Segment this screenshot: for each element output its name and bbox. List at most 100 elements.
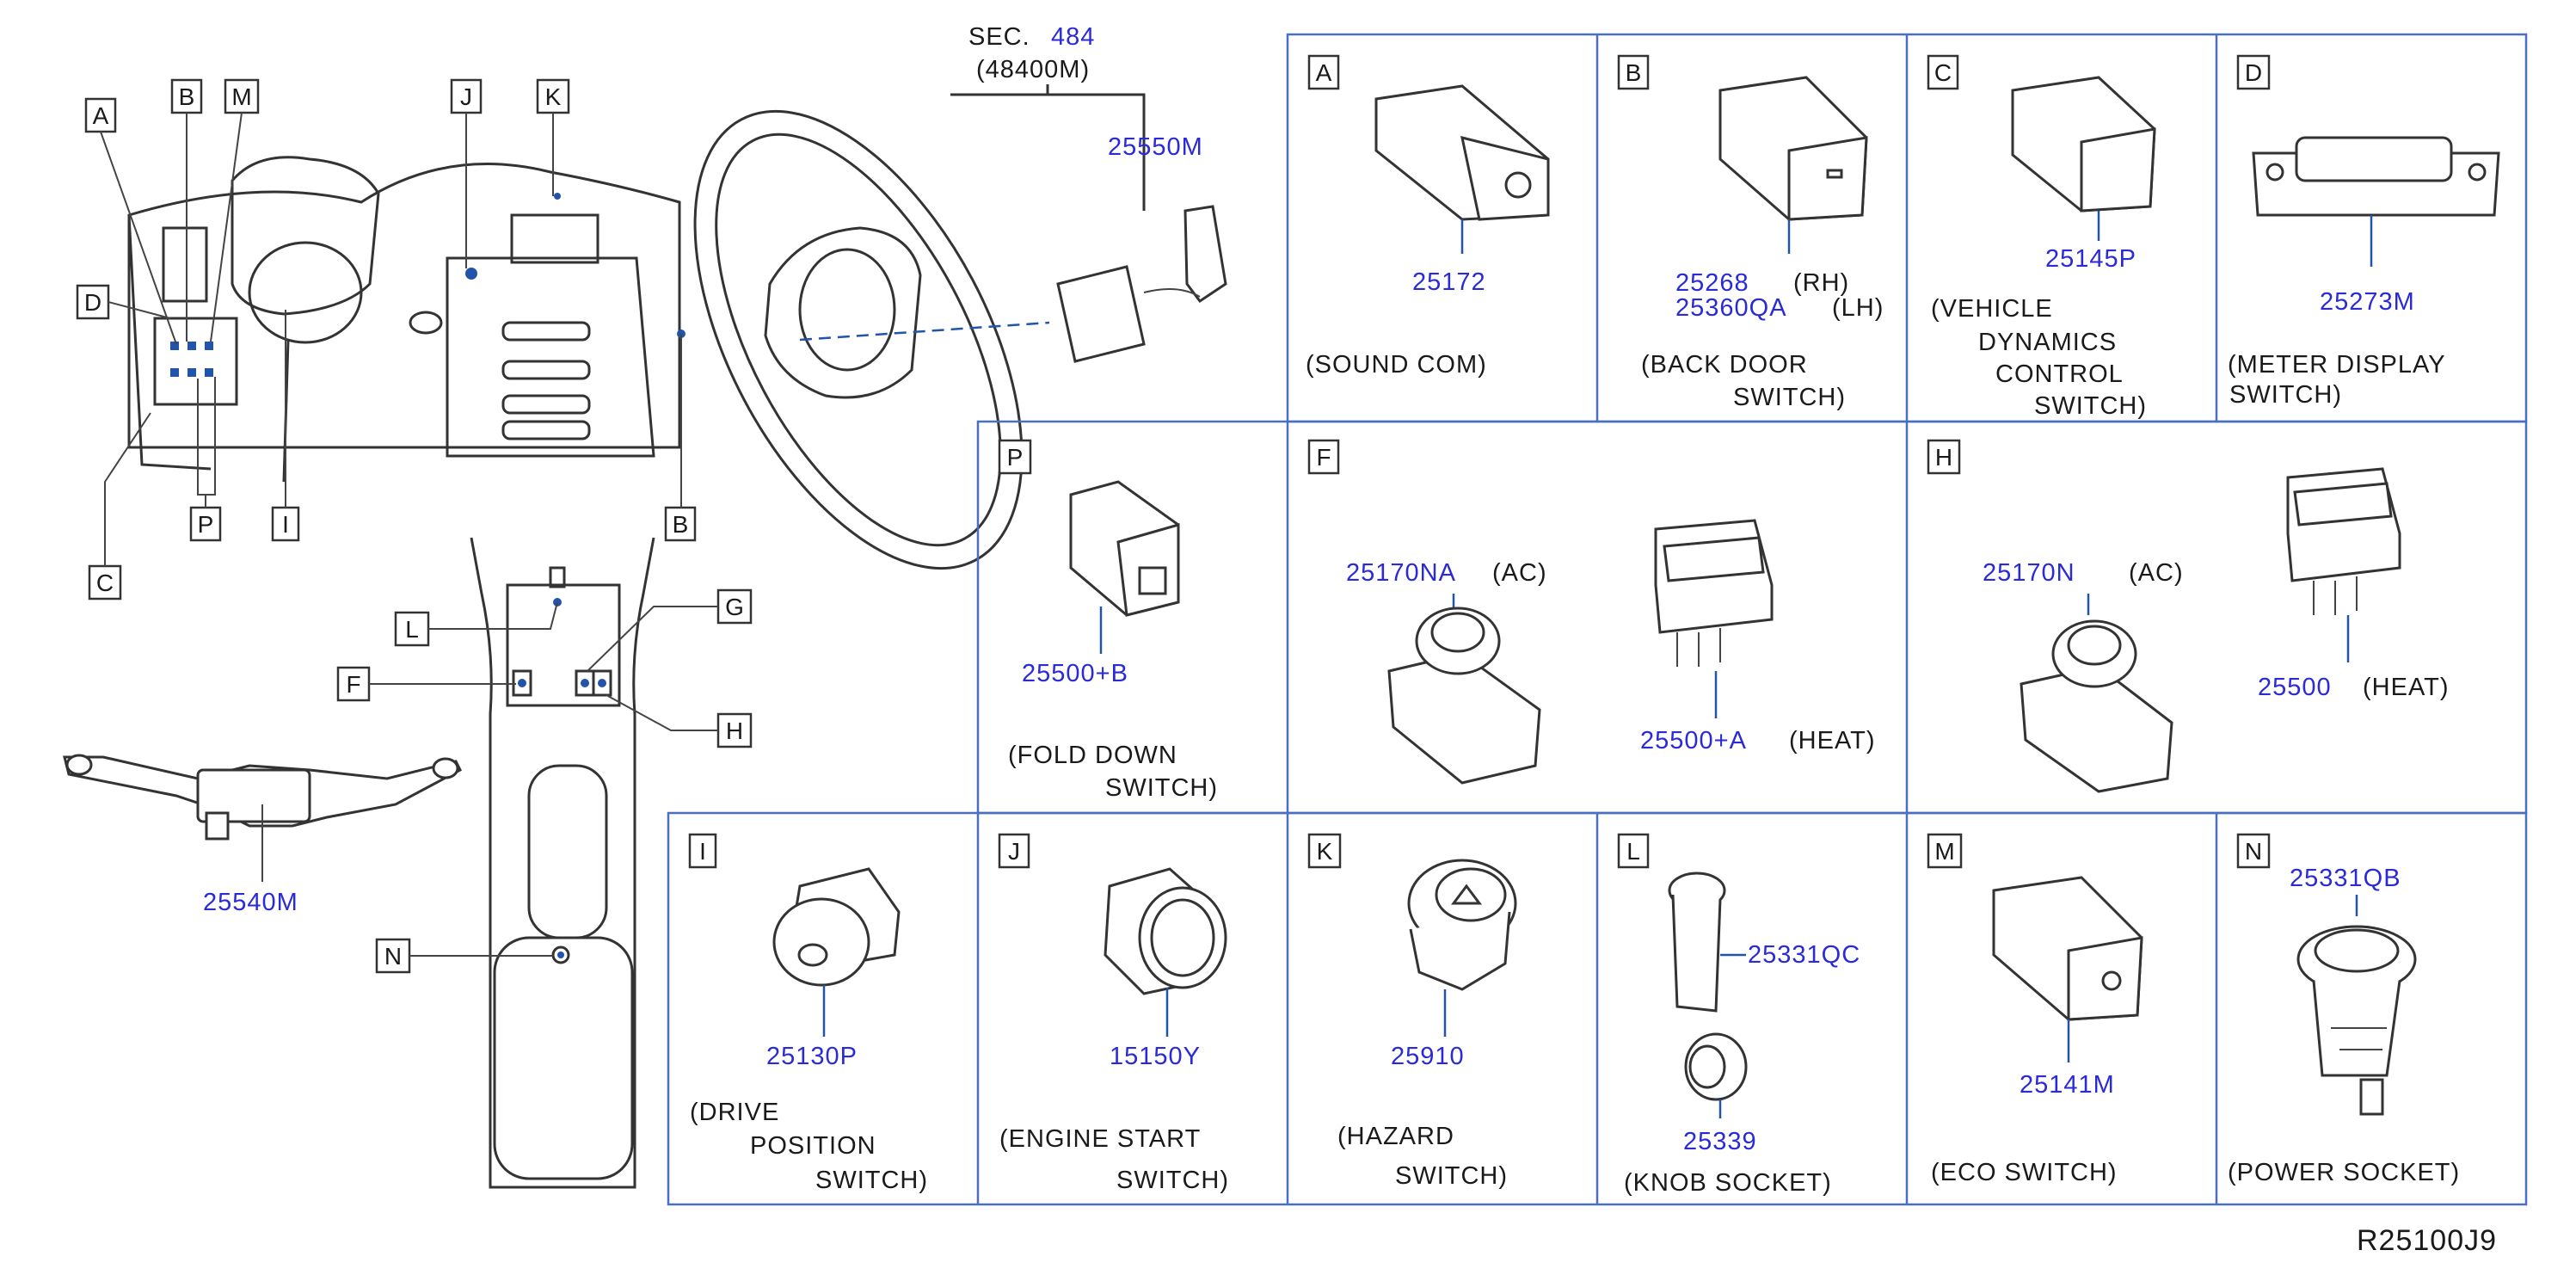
cell-p-letter: P xyxy=(1007,444,1024,471)
cell-b-part2: 25360QA xyxy=(1675,294,1787,322)
cell-c-desc-2: DYNAMICS xyxy=(1978,329,2117,356)
callout-box-b2 xyxy=(664,506,697,542)
callout-d: D xyxy=(84,289,101,316)
cell-h-part: 25170N xyxy=(1983,559,2075,587)
cell-h-letter: H xyxy=(1935,444,1952,471)
cell-j: J 15150Y (ENGINE START SWITCH) xyxy=(998,833,1228,1194)
cell-k-letter: K xyxy=(1317,838,1333,865)
dashboard-illustration xyxy=(127,156,685,483)
callout-box-j xyxy=(450,78,483,114)
cell-b-part: 25268 xyxy=(1675,269,1749,297)
callout-g: G xyxy=(725,594,744,620)
cell-d-part: 25273M xyxy=(2320,288,2415,316)
cell-m: M 25141M (ECO SWITCH) xyxy=(1927,833,2143,1186)
cell-p-desc-2: SWITCH) xyxy=(1105,774,1218,802)
callout-i: I xyxy=(282,511,289,538)
cell-d-desc-2: SWITCH) xyxy=(2229,381,2342,409)
cell-a-part: 25172 xyxy=(1412,268,1486,296)
cell-n-desc-1: (POWER SOCKET) xyxy=(2228,1159,2460,1186)
cell-f-part2-suffix: (HEAT) xyxy=(1789,727,1876,754)
cell-n: N 25331QB (POWER SOCKET) xyxy=(2228,833,2460,1186)
cell-a-letter: A xyxy=(1316,59,1332,86)
callout-n: N xyxy=(384,943,402,970)
cell-b-desc-2: SWITCH) xyxy=(1733,384,1846,411)
cell-m-desc-1: (ECO SWITCH) xyxy=(1931,1159,2118,1186)
cell-c-letter: C xyxy=(1934,59,1952,86)
cell-b-part-suffix: (RH) xyxy=(1793,269,1849,297)
callout-a: A xyxy=(93,102,109,129)
steering-switch-part: 25550M xyxy=(1108,133,1203,161)
callout-k: K xyxy=(545,83,562,110)
section-part: (48400M) xyxy=(976,56,1090,83)
cell-i: I 25130P (DRIVE POSITION SWITCH) xyxy=(688,833,928,1194)
callout-p: P xyxy=(198,511,214,538)
cell-f-part2: 25500+A xyxy=(1640,727,1747,754)
cell-i-desc-3: SWITCH) xyxy=(815,1167,928,1194)
diagram-reference: R25100J9 xyxy=(2357,1224,2497,1257)
cell-p-part: 25500+B xyxy=(1022,660,1128,687)
callout-box-a xyxy=(84,97,117,133)
cell-j-desc-1: (ENGINE START xyxy=(999,1125,1201,1153)
cell-d-letter: D xyxy=(2245,59,2262,86)
callout-box-m xyxy=(224,78,260,114)
cell-d: D 25273M (METER DISPLAY SWITCH) xyxy=(2228,54,2500,409)
callout-h: H xyxy=(726,717,743,744)
cell-b-part2-suffix: (LH) xyxy=(1832,294,1884,322)
cell-b-letter: B xyxy=(1626,59,1642,86)
cell-c-part: 25145P xyxy=(2045,245,2136,273)
cell-f-part-suffix: (AC) xyxy=(1492,559,1547,587)
parts-grid xyxy=(667,33,2528,1206)
callout-f: F xyxy=(346,671,360,698)
cell-i-letter: I xyxy=(699,838,706,865)
cell-l-letter: L xyxy=(1626,838,1640,865)
cell-l: L 25331QC 25339 (KNOB SOCKET) xyxy=(1617,833,1860,1197)
cell-d-desc-1: (METER DISPLAY xyxy=(2228,351,2446,379)
cell-c: C 25145P (VEHICLE DYNAMICS CONTROL SWITC… xyxy=(1927,54,2156,420)
cell-k-desc-2: SWITCH) xyxy=(1395,1162,1508,1190)
cell-n-letter: N xyxy=(2245,838,2262,865)
callout-m: M xyxy=(231,83,251,110)
section-prefix: SEC. xyxy=(968,23,1030,51)
cell-i-part: 25130P xyxy=(766,1043,858,1070)
cell-a-desc-1: (SOUND COM) xyxy=(1306,351,1487,379)
cell-f: F 25170NA (AC) 25500+A (HEAT) xyxy=(1307,439,1876,785)
callout-box-d xyxy=(76,284,110,320)
callout-b: B xyxy=(179,83,195,110)
cell-m-letter: M xyxy=(1934,838,1954,865)
cell-i-desc-2: POSITION xyxy=(750,1132,876,1160)
cell-j-letter: J xyxy=(1008,838,1020,865)
callout-c: C xyxy=(96,570,114,596)
cell-b: B 25268 (RH) 25360QA (LH) (BACK DOOR SWI… xyxy=(1617,54,1884,411)
cell-h-part2-suffix: (HEAT) xyxy=(2363,674,2450,701)
combination-switch-part: 25540M xyxy=(203,889,298,916)
cell-p-desc-1: (FOLD DOWN xyxy=(1008,742,1177,769)
section-number: 484 xyxy=(1051,23,1095,51)
combination-switch-illustration: 25540M xyxy=(63,754,462,916)
callout-j: J xyxy=(460,83,472,110)
cell-h-part2: 25500 xyxy=(2258,674,2332,701)
cell-j-part: 15150Y xyxy=(1110,1043,1201,1070)
cell-l-desc-1: (KNOB SOCKET) xyxy=(1624,1169,1832,1197)
cell-c-desc-4: SWITCH) xyxy=(2034,392,2147,420)
callout-l: L xyxy=(405,616,419,643)
callout-box-p xyxy=(189,506,222,542)
cell-l-part2: 25339 xyxy=(1683,1128,1757,1155)
center-console-illustration: L G F H N xyxy=(336,537,753,1189)
cell-h: H 25170N (AC) 25500 (HEAT) xyxy=(1927,439,2450,793)
cell-f-part: 25170NA xyxy=(1346,559,1456,587)
cell-k-desc-1: (HAZARD xyxy=(1337,1123,1454,1150)
cell-c-desc-1: (VEHICLE xyxy=(1931,295,2053,323)
callout-box-i xyxy=(271,506,300,542)
cell-f-letter: F xyxy=(1316,444,1331,471)
cell-h-part-suffix: (AC) xyxy=(2129,559,2184,587)
cell-n-part: 25331QB xyxy=(2290,865,2401,892)
cell-i-desc-1: (DRIVE xyxy=(690,1099,779,1126)
cell-l-part: 25331QC xyxy=(1748,941,1860,969)
cell-k: K 25910 (HAZARD SWITCH) xyxy=(1307,833,1517,1190)
cell-p: P 25500+B (FOLD DOWN SWITCH) xyxy=(998,439,1218,802)
callout-box-g xyxy=(716,588,753,625)
cell-a: A 25172 (SOUND COM) xyxy=(1306,54,1550,379)
cell-m-part: 25141M xyxy=(2020,1071,2115,1099)
